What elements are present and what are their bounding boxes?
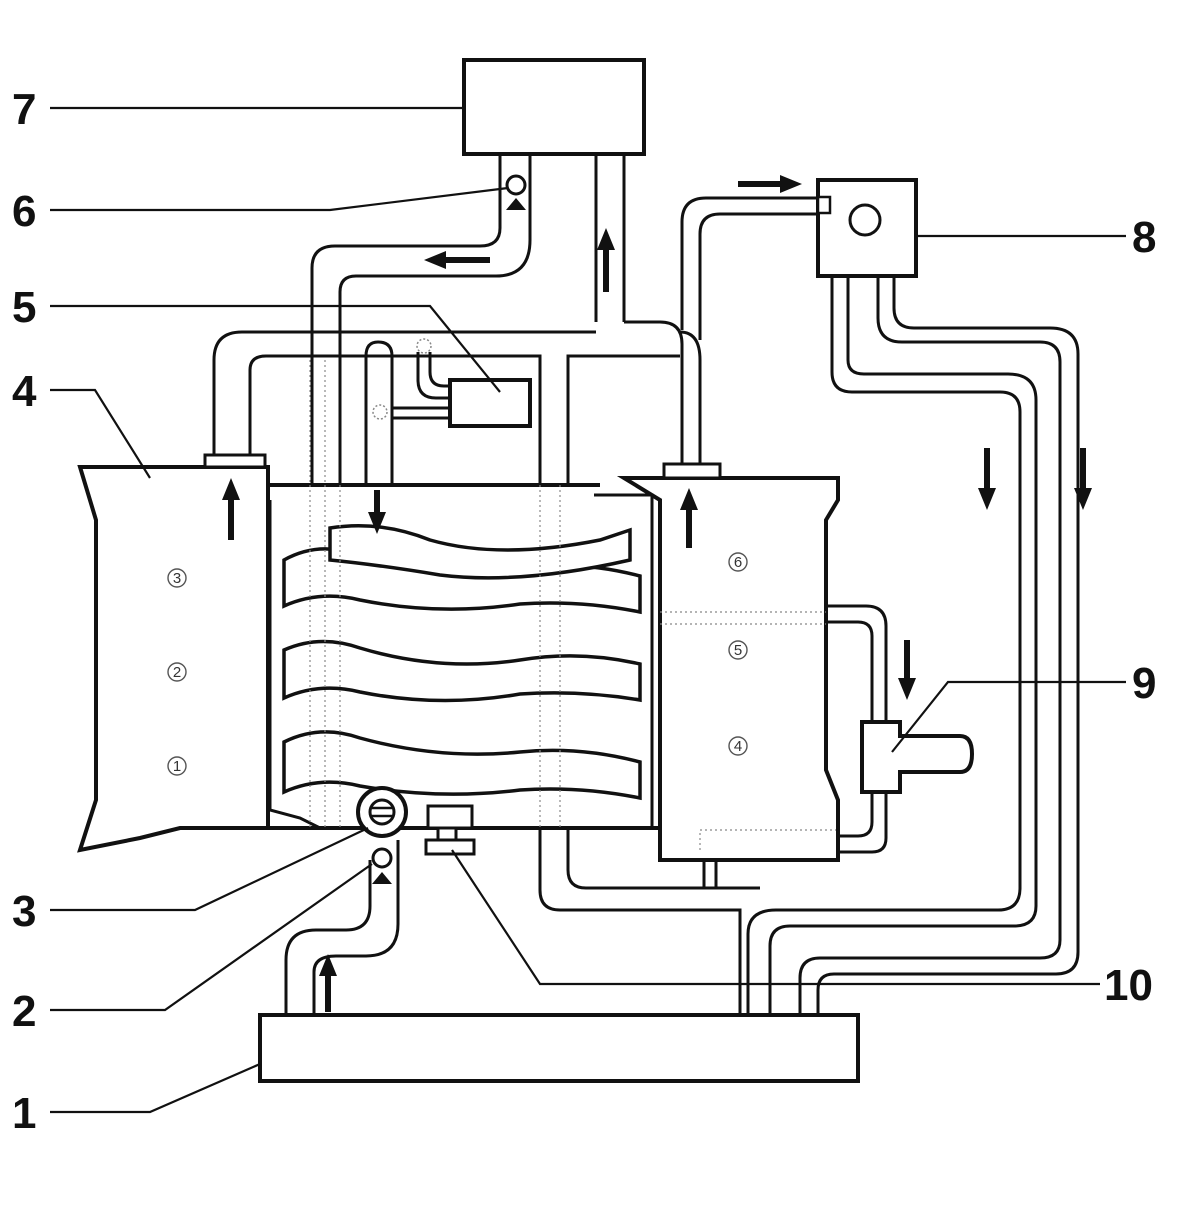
coolant-pipes [212, 154, 1080, 1015]
check-valve-2-icon [371, 847, 393, 884]
callout-2: 2 [12, 987, 36, 1036]
callout-5: 5 [12, 283, 36, 332]
cylinder-bank-right [616, 476, 840, 862]
hose-clip-icon [416, 338, 432, 354]
valley-right-wall [594, 493, 654, 828]
cylinder-markers-left: 3 2 1 [167, 568, 187, 776]
callout-1: 1 [12, 1089, 36, 1138]
coolant-galleries [309, 290, 826, 828]
bank-left-outlet-flange [203, 453, 267, 469]
heater-inlet-stub [816, 195, 832, 215]
callout-9: 9 [1132, 659, 1156, 708]
callout-8: 8 [1132, 213, 1156, 262]
flow-arrows [222, 175, 1092, 1012]
callout-4: 4 [12, 367, 37, 416]
radiator [258, 1013, 860, 1083]
heater-valve-icon [848, 203, 882, 237]
oil-cooler [860, 720, 975, 794]
valley-left-wall [268, 500, 321, 830]
cylinder-bank-left [77, 465, 270, 853]
cylinder-number: 4 [734, 738, 742, 755]
callout-7: 7 [12, 85, 36, 134]
check-valve-6-icon [505, 174, 527, 210]
intake-runner-top [328, 523, 632, 580]
leader-lines [50, 106, 1126, 1114]
callout-3: 3 [12, 887, 36, 936]
control-valve-box [448, 378, 532, 428]
cylinder-number: 5 [734, 642, 742, 659]
cylinder-number: 6 [734, 554, 742, 571]
bank-right-outlet-flange [662, 462, 722, 480]
bank-right-oil-cooler-outline [699, 829, 836, 850]
thermostat-icon [368, 798, 396, 826]
heater-core [816, 178, 918, 278]
hose-clip-icon [372, 404, 388, 420]
cylinder-number: 3 [173, 570, 181, 587]
intake-runner-3 [282, 730, 642, 801]
temperature-sender-base [424, 838, 476, 856]
callout-6: 6 [12, 187, 36, 236]
temperature-sender-top [426, 804, 474, 830]
thermostat-lines [372, 806, 392, 818]
cylinder-markers-right: 6 5 4 [728, 552, 748, 756]
intake-runner-2 [282, 639, 642, 703]
callout-10: 10 [1104, 961, 1153, 1010]
cylinder-number: 1 [173, 758, 181, 775]
cylinder-number: 2 [173, 664, 181, 681]
expansion-tank [462, 58, 646, 156]
